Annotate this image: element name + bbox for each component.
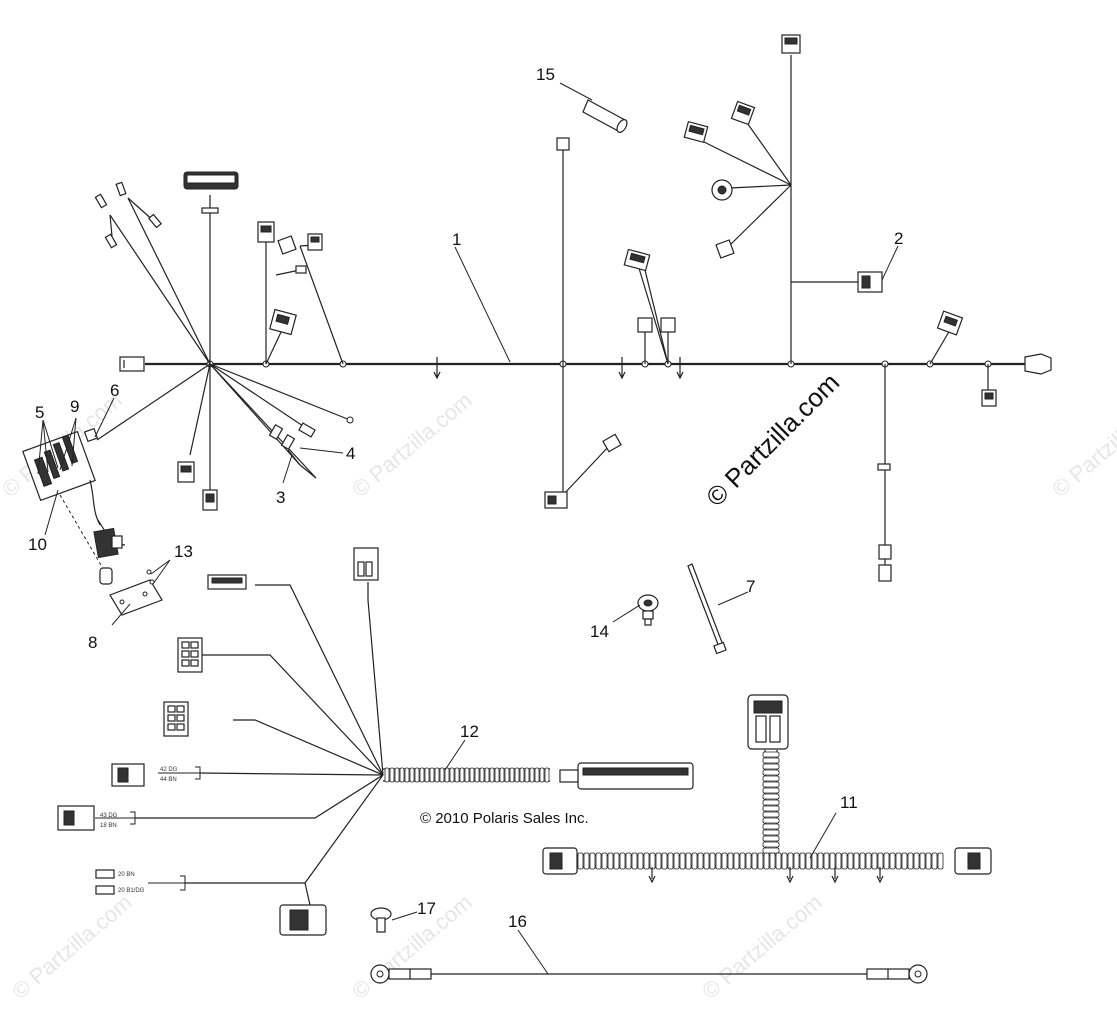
part-12-sub-harness: 42 DG 44 BN 43 DG 18 BN 20 BN 20 B1/DG xyxy=(57,547,694,936)
bracket-icon xyxy=(109,579,163,616)
terminal-icon xyxy=(94,193,108,209)
watermark-faint: © Partzilla.com xyxy=(347,387,477,501)
corrugated-conduit xyxy=(577,852,944,870)
part-label-14: 14 xyxy=(590,622,609,641)
part-17-rivet xyxy=(370,907,392,933)
part-labels: 1 2 3 4 5 6 7 8 9 10 11 12 13 14 15 16 1… xyxy=(28,65,903,931)
part-label-12: 12 xyxy=(460,722,479,741)
connector-icon xyxy=(57,805,95,831)
part-16-ground-strap xyxy=(370,964,928,984)
part-label-15: 15 xyxy=(536,65,555,84)
connector-icon xyxy=(556,137,570,151)
wire-code: 43 DG xyxy=(100,813,118,819)
wire-code: 44 BN xyxy=(160,777,177,783)
wire-code: 18 BN xyxy=(100,823,117,829)
terminal-icon xyxy=(298,422,316,438)
faint-watermarks: © Partzilla.com © Partzilla.com © Partzi… xyxy=(0,387,1117,1003)
connector-icon xyxy=(277,235,297,255)
part-label-6: 6 xyxy=(110,381,119,400)
connector-icon xyxy=(83,427,99,443)
corrugated-conduit xyxy=(762,751,780,854)
connector-icon xyxy=(119,356,145,372)
part-label-1: 1 xyxy=(452,230,461,249)
wire-code: 20 BN xyxy=(118,872,135,878)
part-label-9: 9 xyxy=(70,397,79,416)
part-label-2: 2 xyxy=(894,229,903,248)
part-label-16: 16 xyxy=(508,912,527,931)
connector-icon xyxy=(660,317,676,333)
connector-icon xyxy=(637,317,653,333)
copyright-notice: © 2010 Polaris Sales Inc. xyxy=(420,810,589,827)
part-label-8: 8 xyxy=(88,633,97,652)
terminal-icon xyxy=(104,233,118,249)
wire-code: 20 B1/DG xyxy=(118,888,145,894)
left-module-assembly xyxy=(22,427,163,616)
part-14-clip xyxy=(637,594,659,626)
connector-icon xyxy=(878,564,892,582)
connector-icon xyxy=(602,433,622,453)
part-label-10: 10 xyxy=(28,535,47,554)
part-label-5: 5 xyxy=(35,403,44,422)
part-label-13: 13 xyxy=(174,542,193,561)
watermark-faint: © Partzilla.com xyxy=(697,889,827,1003)
part-label-4: 4 xyxy=(346,444,355,463)
connector-icon xyxy=(715,239,735,259)
watermark-faint: © Partzilla.com xyxy=(7,889,137,1003)
terminal-icon xyxy=(95,885,115,895)
terminal-icon xyxy=(95,869,115,879)
terminal-icon xyxy=(147,213,163,229)
part-7-cable-tie xyxy=(687,563,727,655)
watermark-faint: © Partzilla.com xyxy=(1047,387,1117,501)
connector-icon xyxy=(1024,353,1052,375)
part-label-7: 7 xyxy=(746,577,755,596)
part-15-sleeve xyxy=(582,99,628,133)
part-11-harness xyxy=(542,694,992,884)
watermark-main: © Partzilla.com xyxy=(700,367,845,512)
terminal-icon xyxy=(115,181,127,197)
wire-code: 42 DG xyxy=(160,767,178,773)
ecu-connector-icon xyxy=(577,762,694,790)
watermark-faint: © Partzilla.com xyxy=(347,889,477,1003)
part-label-3: 3 xyxy=(276,488,285,507)
part-label-11: 11 xyxy=(840,793,858,812)
part-label-17: 17 xyxy=(417,899,436,918)
corrugated-conduit xyxy=(384,767,550,783)
main-harness xyxy=(94,34,1052,582)
leader-lines xyxy=(37,82,899,975)
